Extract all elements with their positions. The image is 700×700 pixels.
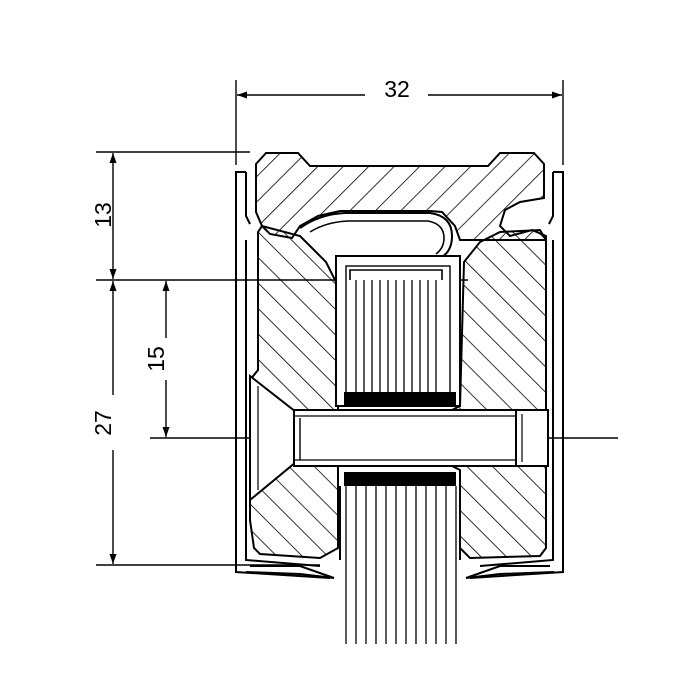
belt-lines-lower: [345, 486, 457, 644]
dimension-label-width: 32: [384, 76, 410, 102]
bottom-lip-left: [245, 565, 335, 579]
belt-top-cap: [349, 269, 443, 280]
axle: [293, 409, 549, 467]
top-guide-rail: [255, 152, 547, 241]
outer-housing: [235, 171, 564, 579]
rail-hook: [299, 212, 454, 259]
dimension-label-shaft-offset: 15: [143, 346, 169, 372]
belt-lines-upper: [355, 280, 437, 392]
belt-band-upper: [344, 392, 456, 406]
bottom-lip-right: [465, 565, 555, 579]
cavity-inner: [345, 265, 451, 399]
rail-hook-inner: [309, 220, 445, 255]
dimension-label-upper-height: 13: [90, 202, 116, 228]
belt-band-lower: [344, 472, 456, 486]
dimension-lines: [109, 91, 562, 564]
right-roller-body: [451, 228, 547, 560]
dimension-label-total-height: 27: [90, 410, 116, 436]
